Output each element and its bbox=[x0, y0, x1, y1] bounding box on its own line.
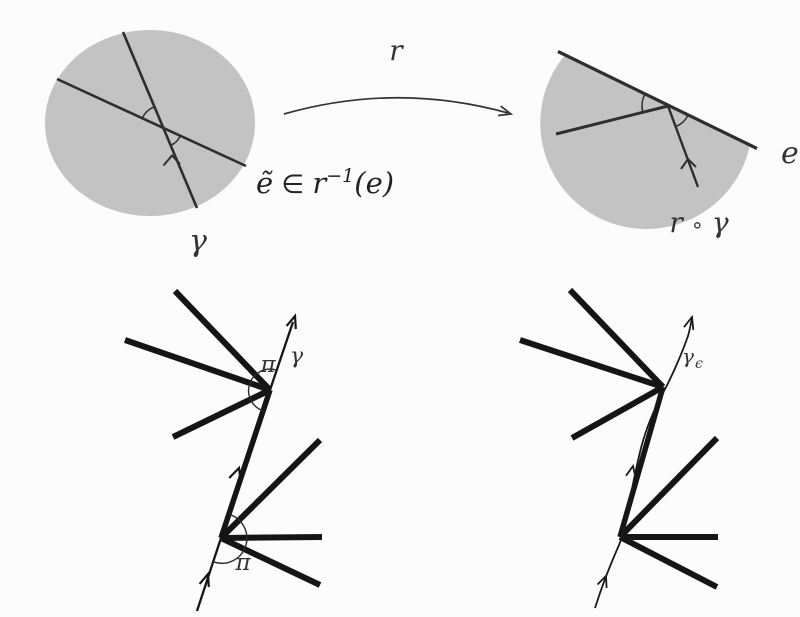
image-curve-label: r ∘ γ bbox=[669, 206, 729, 239]
edge-segment bbox=[618, 534, 719, 590]
direction-tick-icon bbox=[162, 154, 181, 167]
edge-segment bbox=[567, 287, 666, 390]
edge-segment bbox=[124, 337, 271, 393]
edge-segment bbox=[171, 387, 272, 440]
folded-line bbox=[555, 104, 669, 136]
angle-arc-left bbox=[641, 94, 646, 113]
edge-segment bbox=[219, 535, 322, 588]
pi-label-top: π bbox=[259, 352, 276, 378]
lifted-edge-line bbox=[56, 77, 247, 168]
pi-angle-arc-bottom bbox=[212, 513, 248, 564]
direction-tick-icon bbox=[625, 463, 637, 478]
angle-arc-upper bbox=[141, 106, 155, 119]
map-arrow bbox=[283, 96, 509, 115]
gamma-epsilon-label: γϵ bbox=[682, 344, 703, 372]
domain-disk-group: γ bbox=[45, 30, 255, 259]
preimage-formula: ẽ ∈ r−1(e) bbox=[256, 165, 394, 200]
gamma-path-top bbox=[268, 321, 295, 391]
traversed-edge bbox=[218, 389, 273, 539]
edge-segment bbox=[519, 337, 664, 390]
compose-symbol: ∘ bbox=[691, 213, 704, 237]
r-part: r bbox=[669, 206, 684, 239]
pi-label-bottom: π bbox=[234, 550, 251, 576]
direction-tick-icon bbox=[198, 571, 210, 588]
angle-arc-lower bbox=[170, 135, 181, 147]
edge-line bbox=[557, 50, 758, 150]
image-halfdisk-group: e r ∘ γ bbox=[540, 50, 799, 239]
direction-tick-icon bbox=[596, 573, 608, 589]
map-symbol: r bbox=[312, 166, 328, 200]
angle-arc-right bbox=[675, 115, 689, 128]
edge-segment bbox=[218, 437, 323, 541]
gamma-label: γ bbox=[189, 224, 207, 259]
edge-argument: (e) bbox=[354, 166, 394, 200]
map-arrowhead-icon bbox=[498, 105, 514, 117]
element-of-symbol: ∈ bbox=[273, 170, 312, 200]
curve-arrowhead-icon bbox=[683, 314, 695, 330]
direction-tick-icon bbox=[680, 157, 697, 170]
smoothed-curve-figure-group: γϵ bbox=[519, 287, 720, 609]
gamma-small-label: γ bbox=[290, 344, 304, 369]
edge-segment bbox=[570, 384, 665, 441]
edge-segment bbox=[220, 534, 323, 541]
e-tilde: ẽ bbox=[256, 166, 273, 200]
edge-segment bbox=[172, 288, 273, 393]
gamma-epsilon-sub: ϵ bbox=[695, 356, 703, 372]
image-curve-line bbox=[666, 105, 700, 188]
pi-angle-arc-top bbox=[247, 368, 277, 412]
map-label: r bbox=[389, 34, 404, 67]
smoothed-curve bbox=[594, 317, 693, 609]
edge-segment bbox=[617, 435, 720, 540]
gamma-part: γ bbox=[712, 206, 729, 239]
gamma-epsilon-main: γ bbox=[682, 344, 694, 368]
map-arrow-group: r bbox=[283, 34, 514, 117]
edge-label: e bbox=[781, 136, 799, 171]
gamma-curve-line bbox=[121, 31, 199, 209]
direction-tick-icon bbox=[228, 465, 242, 483]
inverse-exponent: −1 bbox=[326, 165, 354, 187]
geodesic-figure-group: π γ π bbox=[124, 288, 323, 612]
gamma-arrowhead-icon bbox=[285, 313, 297, 330]
